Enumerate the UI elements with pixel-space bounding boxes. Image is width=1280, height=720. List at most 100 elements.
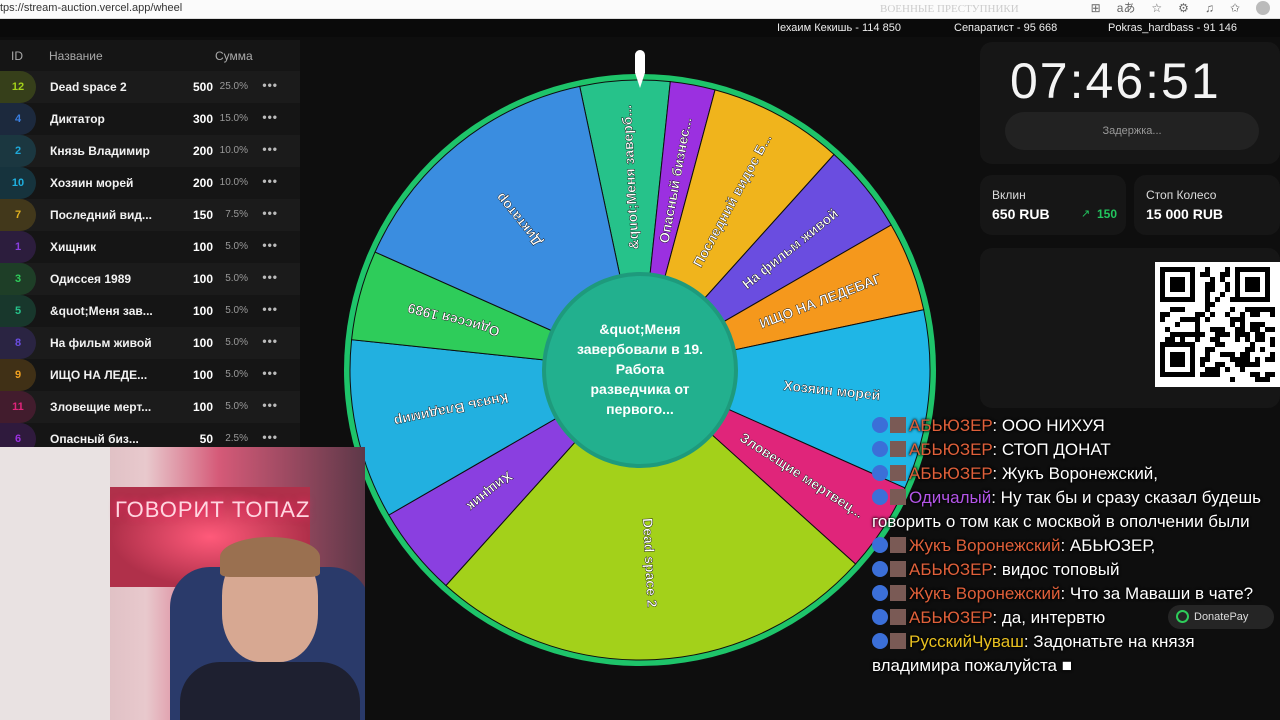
more-options-icon[interactable]: ••• xyxy=(262,238,278,252)
table-row[interactable]: 9 ИЩО НА ЛЕДЕ... 100 5.0% ••• xyxy=(0,359,300,391)
star-icon[interactable]: ☆ xyxy=(1151,1,1163,15)
more-options-icon[interactable]: ••• xyxy=(262,366,278,380)
chat-username[interactable]: АБЬЮЗЕР xyxy=(909,416,993,435)
lot-amount: 100 xyxy=(192,368,213,382)
top-donors-bar: Iехаим Кекишь - 114 850 Сепаратист - 95 … xyxy=(0,19,1280,37)
wheel-segment-label: Dead space 2 xyxy=(640,518,661,608)
table-row[interactable]: 11 Зловещие мерт... 100 5.0% ••• xyxy=(0,391,300,423)
extensions-icon[interactable]: ⚙ xyxy=(1178,1,1189,15)
url-text[interactable]: tps://stream-auction.vercel.app/wheel xyxy=(0,2,183,14)
chat-message: АБЬЮЗЕР: Жукъ Воронежский, xyxy=(872,462,1280,486)
donatepay-icon xyxy=(1176,610,1189,623)
watermark: ВОЕННЫЕ ПРЕСТУПНИКИ xyxy=(880,3,1019,15)
wheel-segment xyxy=(445,369,857,661)
chat-username[interactable]: АБЬЮЗЕР xyxy=(909,440,993,459)
lot-amount: 200 xyxy=(192,176,213,190)
chat-username[interactable]: Одичалый xyxy=(909,488,992,507)
vklin-card xyxy=(980,175,1126,235)
more-options-icon[interactable]: ••• xyxy=(262,430,278,444)
more-options-icon[interactable]: ••• xyxy=(262,302,278,316)
more-options-icon[interactable]: ••• xyxy=(262,78,278,92)
translate-icon[interactable]: aあ xyxy=(1116,1,1136,15)
table-row[interactable]: 2 Князь Владимир 200 10.0% ••• xyxy=(0,135,300,167)
lot-percent: 10.0% xyxy=(219,177,248,188)
wheel-center-text: завербовали в 19. xyxy=(577,341,703,357)
lot-percent: 5.0% xyxy=(225,401,248,412)
more-options-icon[interactable]: ••• xyxy=(262,206,278,220)
qr-code xyxy=(1155,262,1280,387)
donatepay-badge: DonatePay xyxy=(1168,605,1274,629)
lot-name: Князь Владимир xyxy=(50,144,150,158)
lot-amount: 150 xyxy=(192,208,213,222)
table-row[interactable]: 6 Опасный биз... 50 2.5% ••• xyxy=(0,423,300,447)
table-row[interactable]: 1 Хищник 100 5.0% ••• xyxy=(0,231,300,263)
table-row[interactable]: 12 Dead space 2 500 25.0% ••• xyxy=(0,71,300,103)
lot-name: Зловещие мерт... xyxy=(50,400,152,414)
more-options-icon[interactable]: ••• xyxy=(262,334,278,348)
badge-icon xyxy=(872,441,888,457)
lot-name: Опасный биз... xyxy=(50,432,139,446)
table-row[interactable]: 5 &quot;Меня зав... 100 5.0% ••• xyxy=(0,295,300,327)
chat-username[interactable]: Жукъ Воронежский xyxy=(909,584,1061,603)
table-row[interactable]: 3 Одиссея 1989 100 5.0% ••• xyxy=(0,263,300,295)
column-header-name: Название xyxy=(49,49,103,63)
chat-text: ООО НИХУЯ xyxy=(1001,416,1105,435)
table-row[interactable]: 8 На фильм живой 100 5.0% ••• xyxy=(0,327,300,359)
lot-name: &quot;Меня зав... xyxy=(50,304,153,318)
avatar xyxy=(890,465,906,481)
wheel-center-text: первого... xyxy=(606,401,674,417)
wheel[interactable]: &quot;Меня заверб...Опасный бизнес...Пос… xyxy=(340,70,940,670)
lot-percent: 5.0% xyxy=(225,273,248,284)
more-options-icon[interactable]: ••• xyxy=(262,270,278,284)
lot-amount: 100 xyxy=(192,272,213,286)
delay-button[interactable]: Задержка... xyxy=(1005,112,1259,150)
wheel-pointer xyxy=(635,50,645,88)
avatar xyxy=(890,441,906,457)
chat-username[interactable]: РусскийЧуваш xyxy=(909,632,1024,651)
lot-amount: 100 xyxy=(192,336,213,350)
chat-username[interactable]: АБЬЮЗЕР xyxy=(909,560,993,579)
browser-address-bar[interactable]: tps://stream-auction.vercel.app/wheel ВО… xyxy=(0,0,1280,19)
lot-id: 5 xyxy=(0,295,36,327)
badge-icon xyxy=(872,609,888,625)
lot-amount: 50 xyxy=(199,432,213,446)
chat-text: Что за Маваши в чате? xyxy=(1069,584,1254,603)
vklin-value: 650 RUB xyxy=(992,206,1050,222)
lot-id: 3 xyxy=(0,263,36,295)
more-options-icon[interactable]: ••• xyxy=(262,142,278,156)
lot-amount: 500 xyxy=(192,80,213,94)
lot-id: 6 xyxy=(0,423,36,447)
avatar xyxy=(890,633,906,649)
chat-message: АБЬЮЗЕР: да, интервтю xyxy=(872,606,1280,630)
top-donor: Сепаратист - 95 668 xyxy=(954,22,1058,34)
split-screen-icon[interactable]: ⊞ xyxy=(1090,1,1101,15)
chat-message: Жукъ Воронежский: Что за Маваши в чате? xyxy=(872,582,1280,606)
table-row[interactable]: 4 Диктатор 300 15.0% ••• xyxy=(0,103,300,135)
favorites-icon[interactable]: ✩ xyxy=(1229,1,1240,15)
lot-name: ИЩО НА ЛЕДЕ... xyxy=(50,368,148,382)
lot-percent: 5.0% xyxy=(225,305,248,316)
lot-id: 1 xyxy=(0,231,36,263)
more-options-icon[interactable]: ••• xyxy=(262,110,278,124)
chat-username[interactable]: Жукъ Воронежский xyxy=(909,536,1061,555)
stop-wheel-card xyxy=(1134,175,1280,235)
table-row[interactable]: 7 Последний вид... 150 7.5% ••• xyxy=(0,199,300,231)
chat-text: АБЬЮЗЕР, xyxy=(1069,536,1156,555)
lot-id: 10 xyxy=(0,167,36,199)
chat-text: Жукъ Воронежский, xyxy=(1001,464,1159,483)
lot-percent: 7.5% xyxy=(225,209,248,220)
profile-avatar[interactable] xyxy=(1256,1,1270,15)
chat-message: Жукъ Воронежский: АБЬЮЗЕР, xyxy=(872,534,1280,558)
chat-username[interactable]: АБЬЮЗЕР xyxy=(909,608,993,627)
lot-percent: 25.0% xyxy=(219,81,248,92)
more-options-icon[interactable]: ••• xyxy=(262,398,278,412)
chat-message: АБЬЮЗЕР: видос топовый xyxy=(872,558,1280,582)
lot-percent: 10.0% xyxy=(219,145,248,156)
music-icon[interactable]: ♫ xyxy=(1204,1,1214,15)
lot-name: Диктатор xyxy=(50,112,105,126)
table-row[interactable]: 10 Хозяин морей 200 10.0% ••• xyxy=(0,167,300,199)
more-options-icon[interactable]: ••• xyxy=(262,174,278,188)
chat-username[interactable]: АБЬЮЗЕР xyxy=(909,464,993,483)
avatar xyxy=(890,417,906,433)
